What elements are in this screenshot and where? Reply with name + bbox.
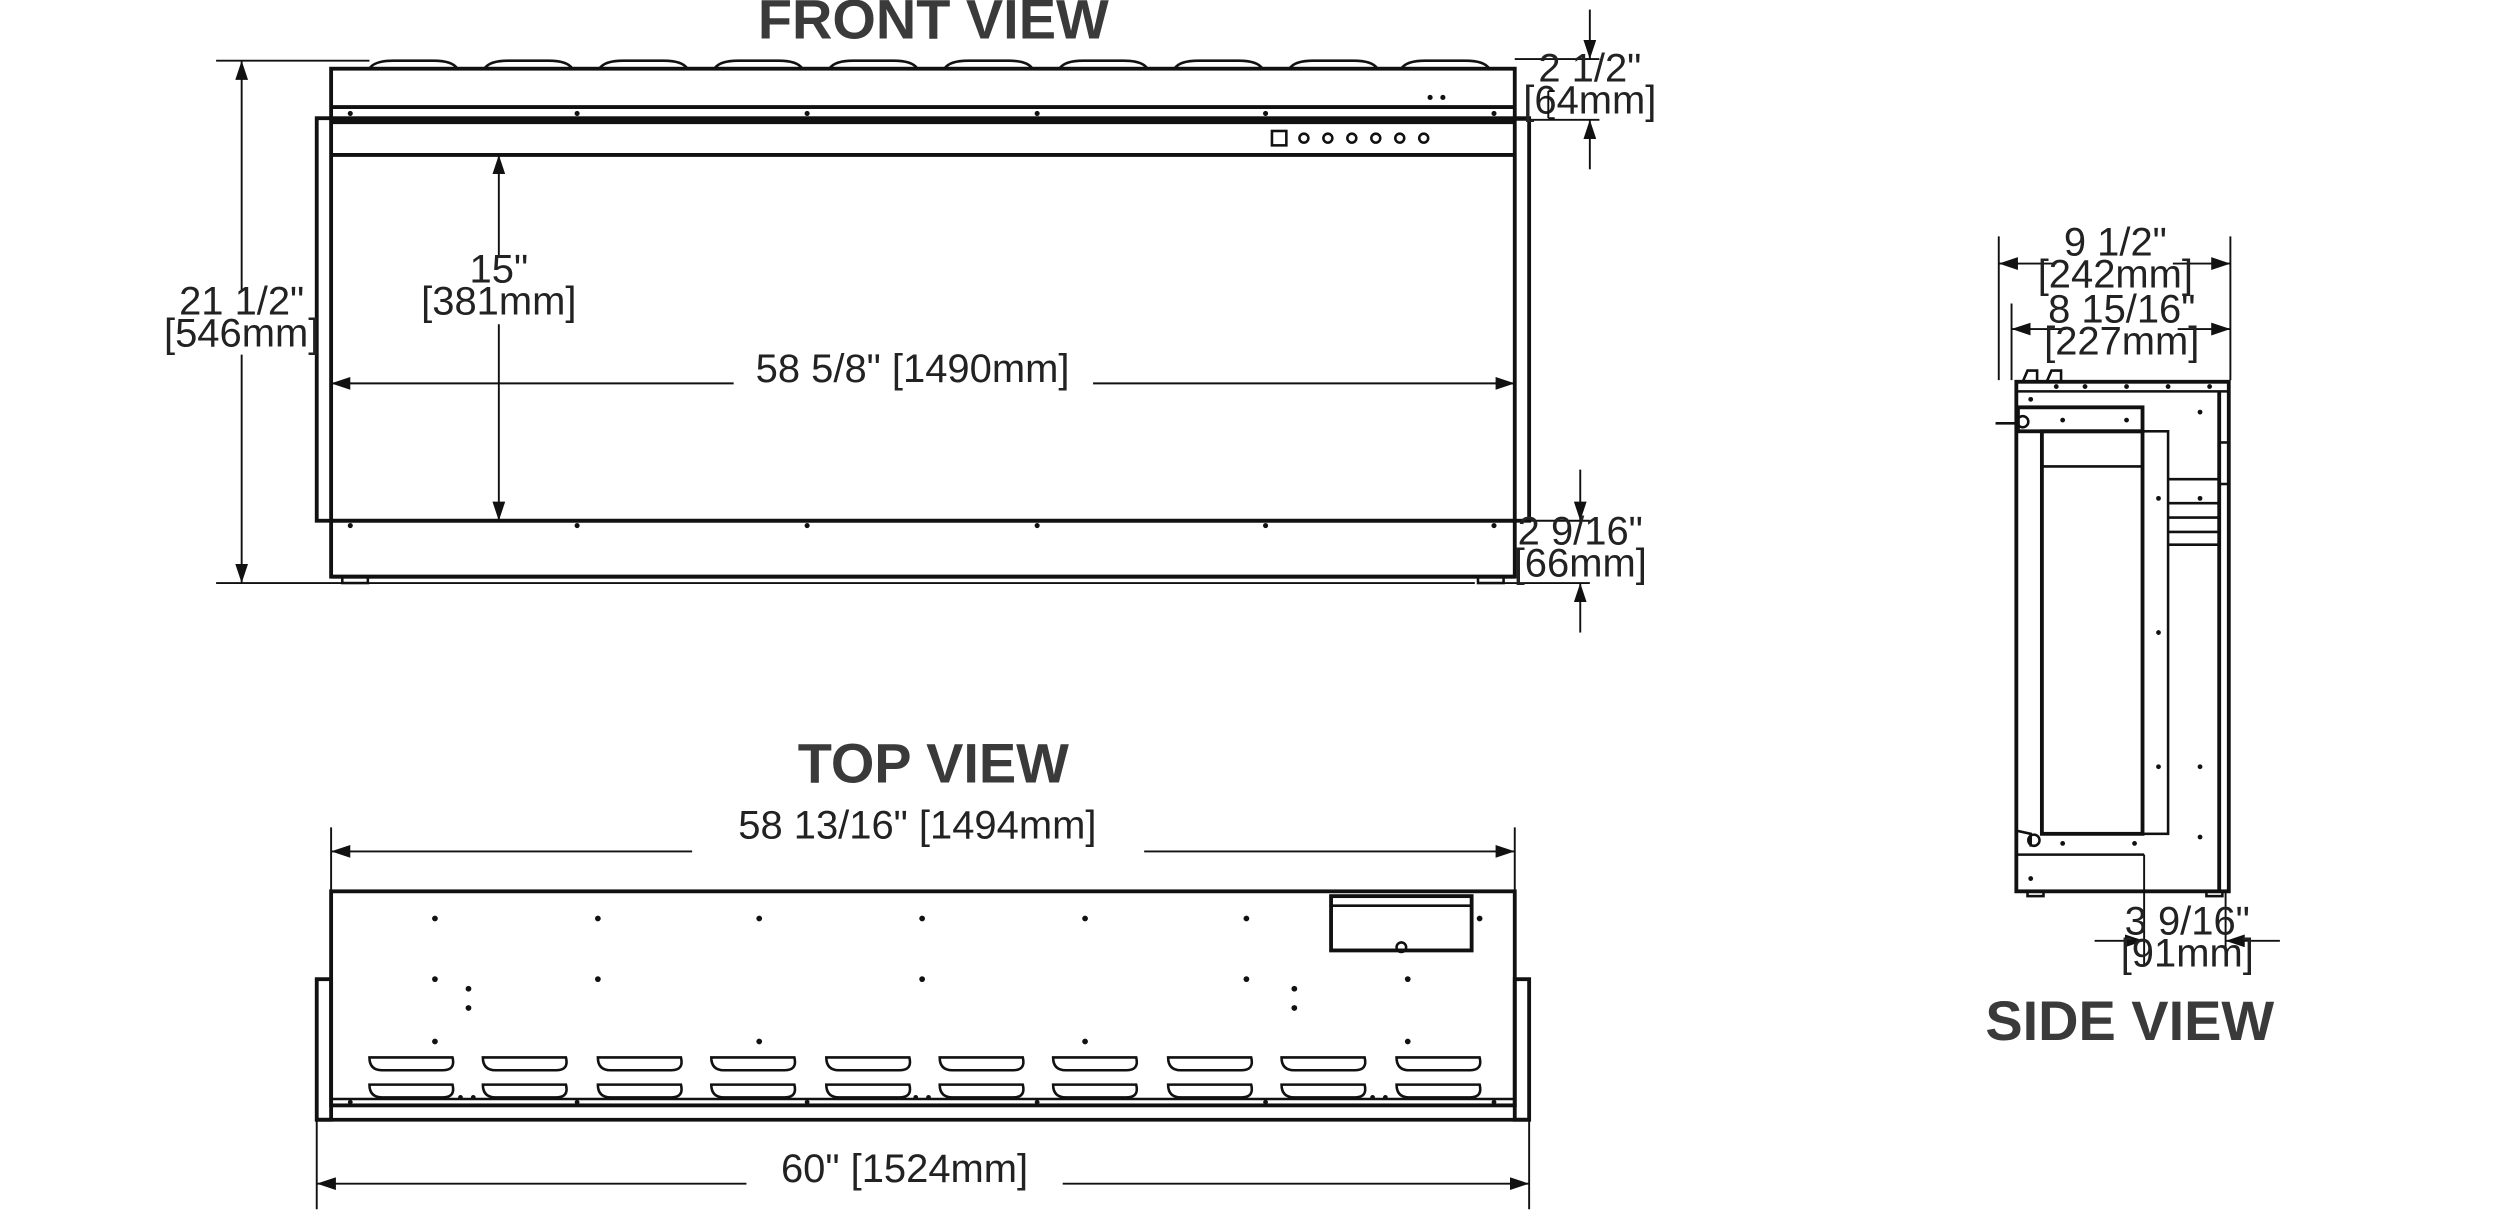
front-bottom-trim-mm: [66mm] <box>1514 542 1647 586</box>
front-screws <box>347 110 1497 529</box>
top-view: TOP VIEW 58 13/16" [1494mm] <box>314 732 1532 1210</box>
top-overall-width: 60" [1524mm] <box>781 1147 1028 1191</box>
side-view-title: SIDE VIEW <box>1985 989 2274 1052</box>
front-opening-width: 58 5/8" [1490mm] <box>756 347 1070 391</box>
top-body <box>314 889 1532 1122</box>
side-projection-mm: [91mm] <box>2121 931 2254 975</box>
side-depth-mm: [242mm] <box>2038 253 2193 297</box>
front-top-trim-inch: 2 1/2" <box>1538 46 1641 90</box>
front-opening-height-inch: 15" <box>470 248 529 292</box>
front-view-title: FRONT VIEW <box>758 0 1109 50</box>
front-top-stones <box>368 59 1491 70</box>
front-height-inch: 21 1/2" <box>179 280 304 324</box>
front-opening-height-mm: [381mm] <box>421 280 576 324</box>
side-inner-depth-mm: [227mm] <box>2044 320 2199 364</box>
power-button-icon <box>1270 129 1288 147</box>
top-inner-width: 58 13/16" [1494mm] <box>738 804 1096 848</box>
side-projection-inch: 3 9/16" <box>2125 899 2250 943</box>
side-inner-depth-inch: 8 15/16" <box>2048 288 2195 332</box>
front-view: FRONT VIEW <box>164 0 1656 633</box>
side-view: SIDE VIEW 9 1/2" [242mm] 8 15/16" [227mm… <box>1985 221 2280 1052</box>
side-screws <box>2028 384 2213 881</box>
front-body <box>314 66 1532 585</box>
front-control-panel <box>1270 94 1446 147</box>
front-top-trim-mm: [64mm] <box>1523 78 1656 122</box>
top-view-title: TOP VIEW <box>798 732 1069 795</box>
side-depth-inch: 9 1/2" <box>2064 221 2167 265</box>
front-bottom-trim-inch: 2 9/16" <box>1518 510 1643 554</box>
side-body <box>1995 369 2231 898</box>
top-vents <box>368 1056 1482 1099</box>
front-height-mm: [546mm] <box>164 312 319 356</box>
top-screws <box>347 915 1497 1105</box>
